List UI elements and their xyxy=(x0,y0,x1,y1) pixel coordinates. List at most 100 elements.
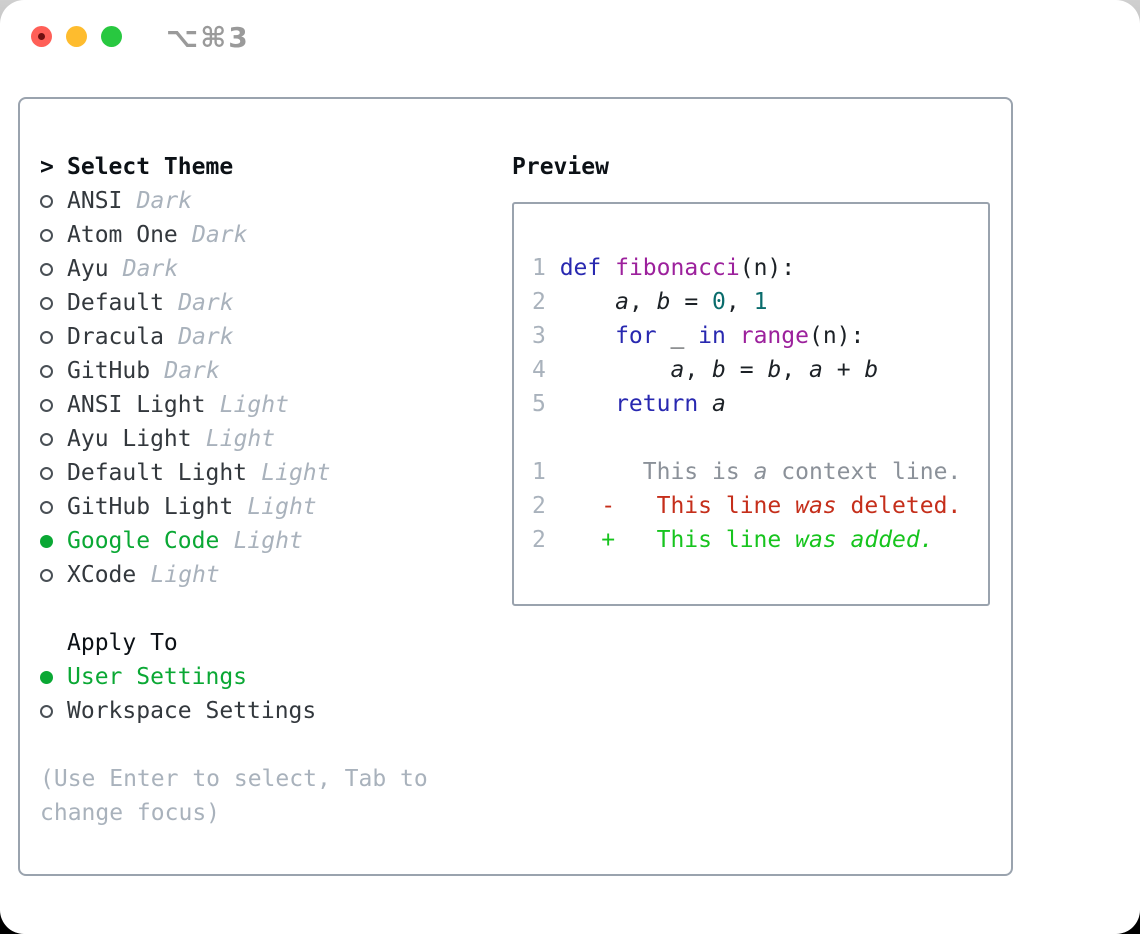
radio-icon xyxy=(40,704,53,718)
theme-variant: Dark xyxy=(164,358,220,384)
line-content: def fibonacci(n): xyxy=(559,255,796,281)
radio-icon xyxy=(40,398,53,412)
line-content: return a xyxy=(615,391,726,417)
radio-cell xyxy=(40,500,67,514)
theme-name: Google Code xyxy=(67,528,220,554)
theme-name: XCode xyxy=(67,562,137,588)
theme-variant: Dark xyxy=(122,256,179,282)
line-number: 2 xyxy=(532,527,546,553)
preview-line: 3 for _ in range(n): xyxy=(532,319,978,353)
theme-name: ANSI Light xyxy=(67,392,206,418)
close-button[interactable] xyxy=(31,26,52,47)
line-content: for _ in range(n): xyxy=(615,323,865,349)
radio-cell xyxy=(40,670,67,684)
preview-line: 2 + This line was added. xyxy=(532,523,978,557)
preview-line xyxy=(532,421,978,455)
radio-icon xyxy=(40,364,53,378)
line-number: 3 xyxy=(532,323,546,349)
radio-cell xyxy=(40,398,67,412)
apply-option-label: User Settings xyxy=(67,664,248,690)
line-content: - This line was deleted. xyxy=(559,493,962,519)
theme-variant: Light xyxy=(219,392,289,418)
line-number: 4 xyxy=(532,357,546,383)
radio-cell xyxy=(40,534,67,548)
theme-option-default[interactable]: Default Dark xyxy=(40,286,500,320)
line-number: 2 xyxy=(532,289,546,315)
theme-name: GitHub Light xyxy=(67,494,234,520)
line-number: 2 xyxy=(532,493,546,519)
theme-option-default-light[interactable]: Default Light Light xyxy=(40,456,500,490)
theme-variant: Light xyxy=(150,562,220,588)
line-content: a, b = 0, 1 xyxy=(615,289,768,315)
line-content: This is a context line. xyxy=(559,459,962,485)
theme-name: Default xyxy=(67,290,164,316)
theme-variant: Dark xyxy=(136,188,193,214)
preview-line: 1 This is a context line. xyxy=(532,455,978,489)
window-title: ⌥⌘3 xyxy=(166,21,250,54)
theme-option-dracula[interactable]: Dracula Dark xyxy=(40,320,500,354)
theme-name: ANSI xyxy=(67,188,123,214)
radio-icon xyxy=(40,466,53,480)
apply-option-label: Workspace Settings xyxy=(67,698,317,724)
radio-icon xyxy=(40,568,53,582)
radio-selected-icon xyxy=(40,534,53,548)
theme-option-atom-one[interactable]: Atom One Dark xyxy=(40,218,500,252)
radio-cell xyxy=(40,296,67,310)
apply-option-workspace-settings[interactable]: Workspace Settings xyxy=(40,694,500,728)
radio-cell xyxy=(40,432,67,446)
theme-variant: Dark xyxy=(192,222,248,248)
theme-option-ayu[interactable]: Ayu Dark xyxy=(40,252,500,286)
radio-cell xyxy=(40,194,67,208)
preview-line: 2 a, b = 0, 1 xyxy=(532,285,978,319)
theme-name: Atom One xyxy=(67,222,178,248)
theme-name: Ayu Light xyxy=(67,426,192,452)
radio-cell xyxy=(40,364,67,378)
apply-to-header: Apply To xyxy=(40,626,500,660)
theme-option-github[interactable]: GitHub Dark xyxy=(40,354,500,388)
line-number: 5 xyxy=(532,391,546,417)
apply-option-user-settings[interactable]: User Settings xyxy=(40,660,500,694)
theme-option-github-light[interactable]: GitHub Light Light xyxy=(40,490,500,524)
theme-variant: Dark xyxy=(178,290,234,316)
spacer xyxy=(40,592,500,626)
select-theme-header: > Select Theme xyxy=(40,150,500,184)
apply-to-header-label: Apply To xyxy=(67,630,178,656)
radio-selected-icon xyxy=(40,670,53,684)
theme-option-ayu-light[interactable]: Ayu Light Light xyxy=(40,422,500,456)
theme-variant: Dark xyxy=(178,324,234,350)
line-number: 1 xyxy=(532,255,546,281)
line-content: a, b = b, a + b xyxy=(670,357,879,383)
minimize-button[interactable] xyxy=(66,26,87,47)
line-content: + This line was added. xyxy=(559,527,934,553)
theme-option-xcode[interactable]: XCode Light xyxy=(40,558,500,592)
radio-icon xyxy=(40,500,53,514)
theme-option-ansi-light[interactable]: ANSI Light Light xyxy=(40,388,500,422)
theme-variant: Light xyxy=(205,426,276,452)
theme-variant: Light xyxy=(247,494,317,520)
radio-icon xyxy=(40,296,53,310)
line-number: 1 xyxy=(532,459,546,485)
titlebar: ⌥⌘3 xyxy=(0,0,1140,72)
preview-line: 1 def fibonacci(n): xyxy=(532,251,978,285)
theme-name: Ayu xyxy=(67,256,109,282)
radio-icon xyxy=(40,262,53,276)
theme-option-ansi[interactable]: ANSI Dark xyxy=(40,184,500,218)
radio-icon xyxy=(40,432,53,446)
zoom-button[interactable] xyxy=(101,26,122,47)
preview-line: 5 return a xyxy=(532,387,978,421)
radio-icon xyxy=(40,228,53,242)
preview-title: Preview xyxy=(512,154,609,180)
radio-cell xyxy=(40,262,67,276)
radio-cell xyxy=(40,466,67,480)
theme-name: Default Light xyxy=(67,460,248,486)
radio-icon xyxy=(40,330,53,344)
radio-icon xyxy=(40,194,53,208)
theme-name: Dracula xyxy=(67,324,164,350)
preview-line: 4 a, b = b, a + b xyxy=(532,353,978,387)
theme-name: GitHub xyxy=(67,358,151,384)
theme-variant: Light xyxy=(261,460,331,486)
